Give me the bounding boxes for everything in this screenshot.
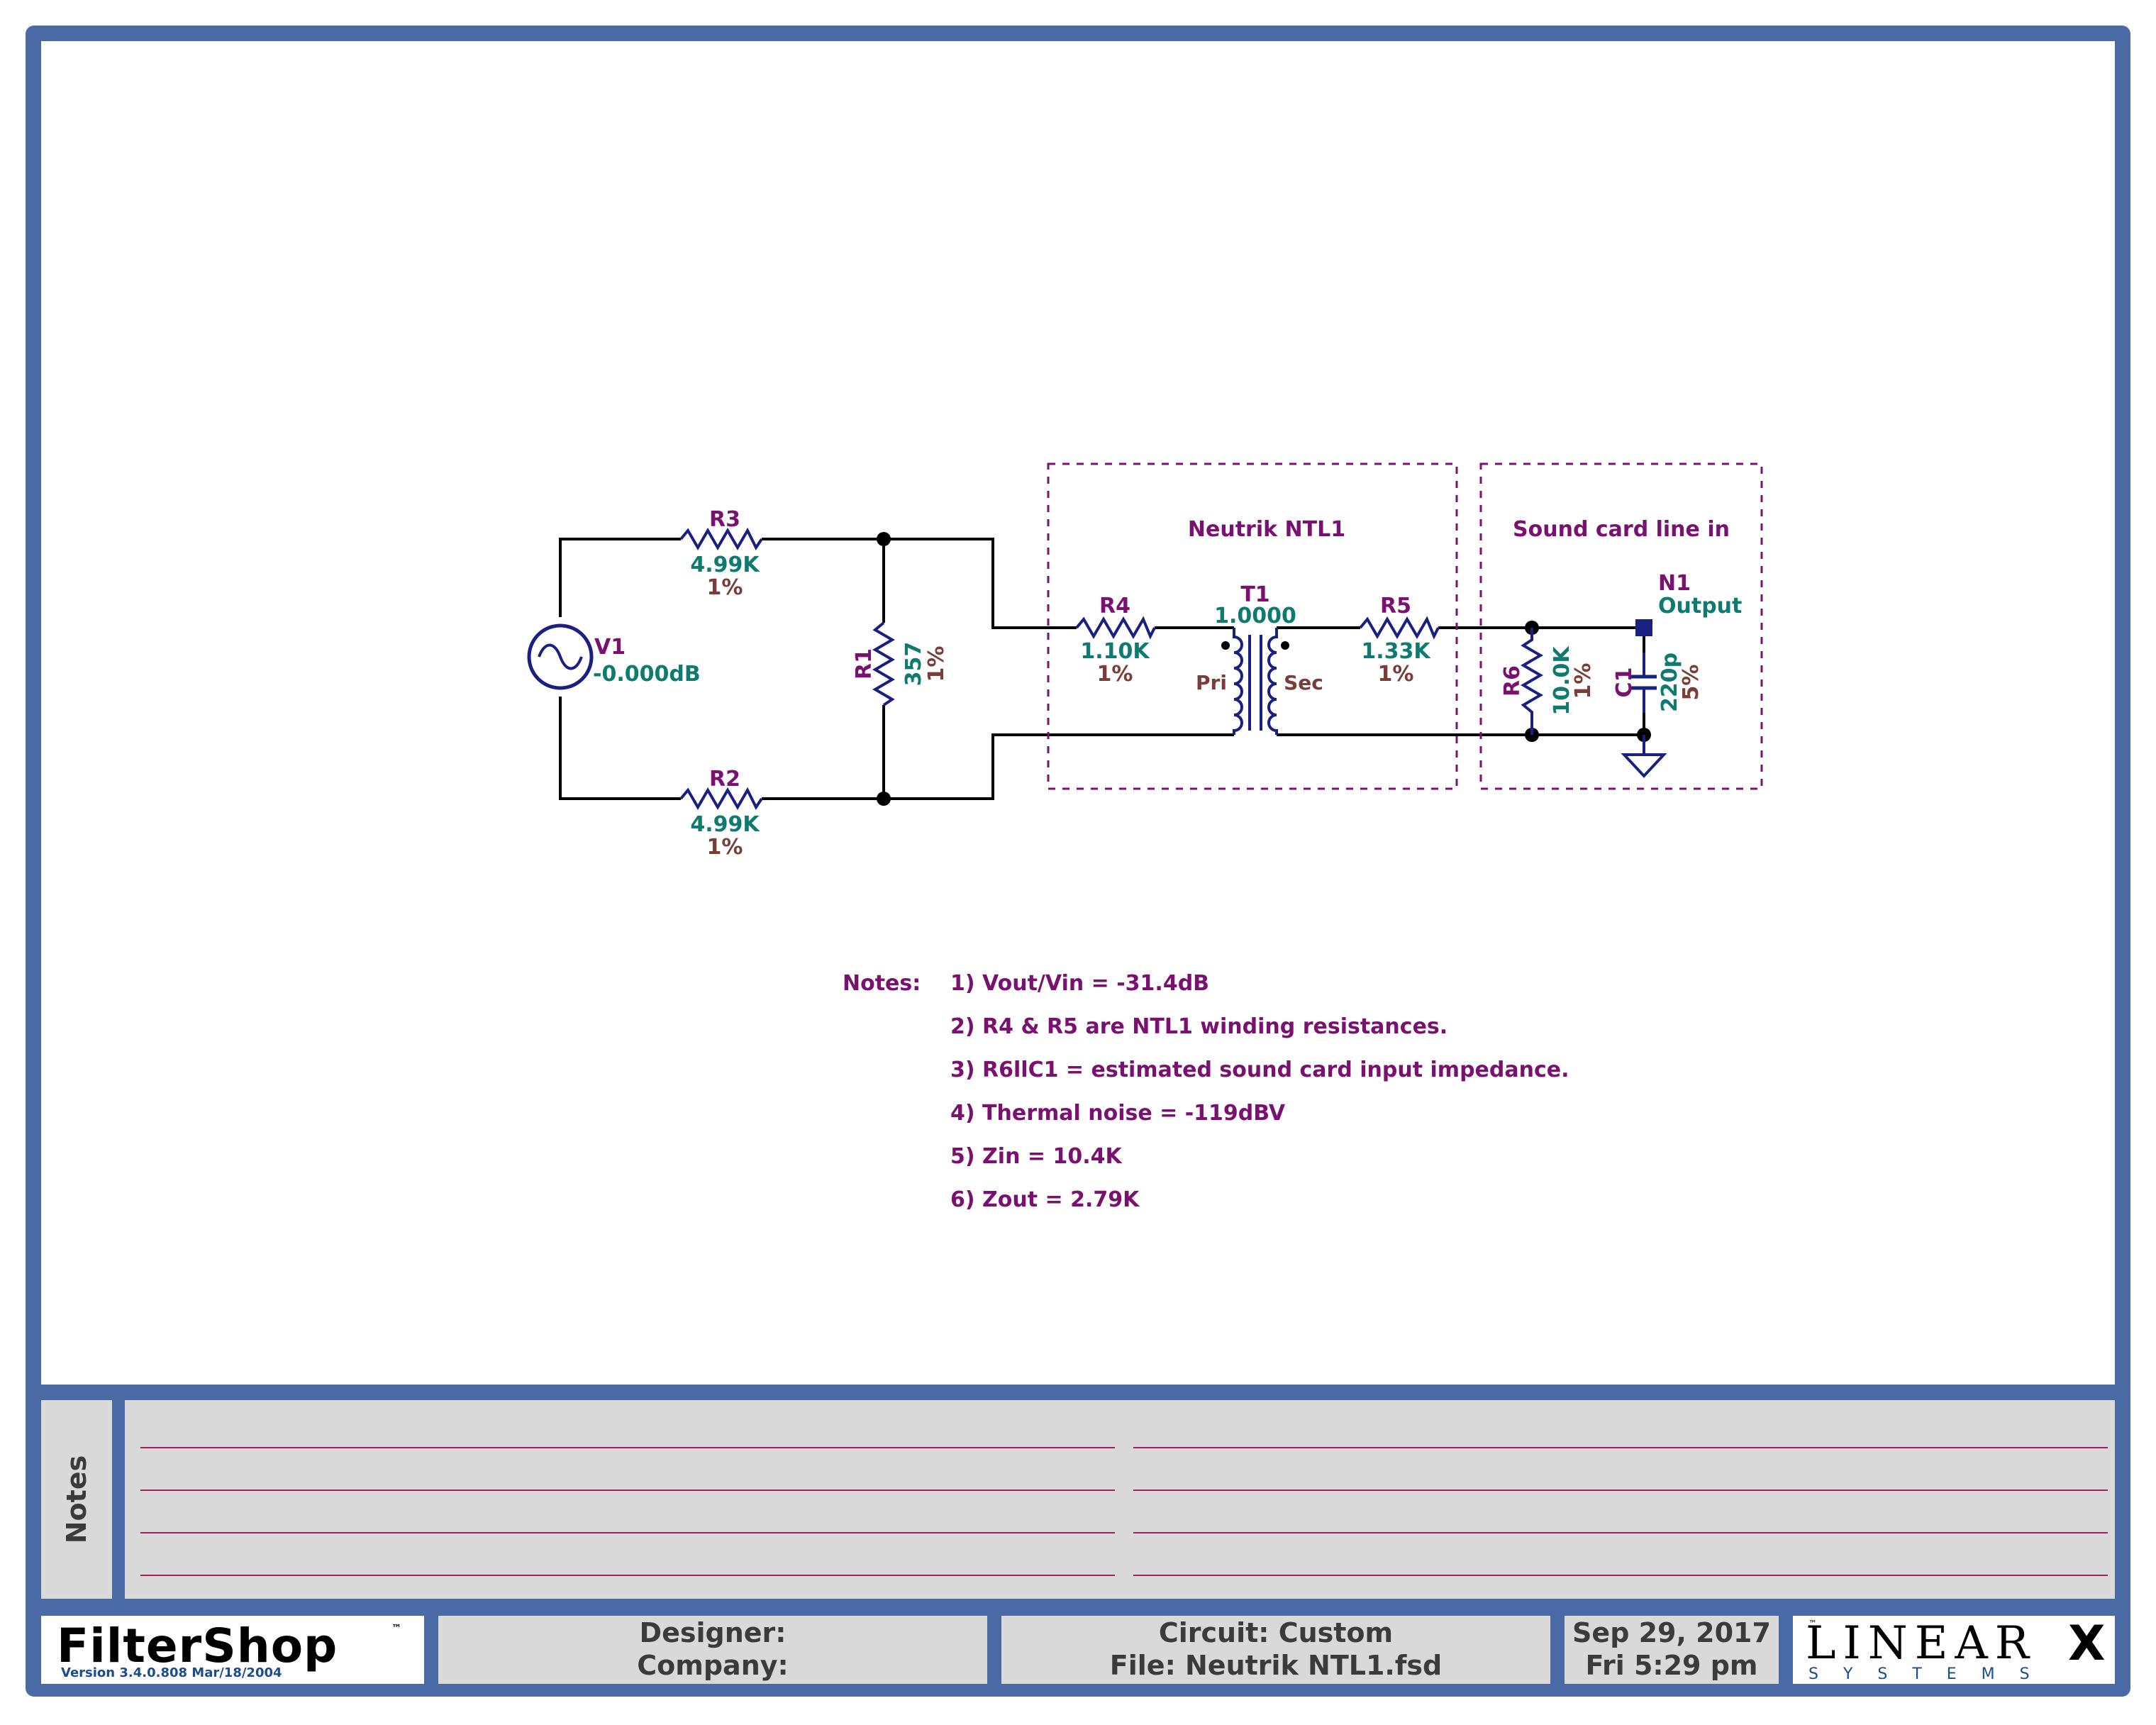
r6-value: 10.0K — [1550, 645, 1574, 716]
note-item: 2) R4 & R5 are NTL1 winding resistances. — [950, 1014, 1447, 1039]
notes-panel-label-box — [41, 1400, 112, 1599]
brand-logo-tm: ™ — [1808, 1619, 1817, 1629]
time-text: Fri 5:29 pm — [1585, 1650, 1758, 1681]
app-logo-tm: ™ — [391, 1623, 401, 1634]
r5-value: 1.33K — [1361, 639, 1431, 664]
r1-tolerance: 1% — [924, 646, 949, 682]
circuit-name: Circuit: Custom — [1158, 1617, 1394, 1648]
n1-name: N1 — [1658, 571, 1691, 596]
file-name: File: Neutrik NTL1.fsd — [1109, 1650, 1443, 1681]
t1-ratio: 1.0000 — [1214, 604, 1296, 628]
notes-heading: Notes: — [843, 971, 921, 996]
note-line — [140, 1575, 1115, 1576]
note-item: 4) Thermal noise = -119dBV — [950, 1101, 1286, 1126]
n1-label: Output — [1658, 594, 1742, 619]
r3-tolerance: 1% — [707, 575, 743, 600]
transformer-t1: T1 1.0000 Pri Sec — [1196, 582, 1323, 735]
t1-secondary-label: Sec — [1284, 671, 1323, 694]
r5-tolerance: 1% — [1378, 662, 1414, 687]
brand-logo: LINEAR — [1806, 1617, 2036, 1670]
output-node-n1: N1 Output — [1635, 571, 1742, 636]
r5-name: R5 — [1380, 594, 1411, 619]
designer-label: Designer: — [639, 1617, 787, 1648]
c1-name: C1 — [1612, 667, 1637, 698]
brand-logo-sub: S Y S T E M S — [1808, 1665, 2040, 1683]
note-line — [1133, 1490, 2108, 1491]
t1-primary-label: Pri — [1196, 671, 1227, 694]
ground-symbol — [1621, 735, 1667, 778]
note-line — [140, 1532, 1115, 1533]
r1-name: R1 — [852, 648, 877, 680]
circuit-box: Circuit: Custom File: Neutrik NTL1.fsd — [1001, 1616, 1550, 1684]
app-logo-box: FilterShop ™ Version 3.4.0.808 Mar/18/20… — [41, 1616, 424, 1684]
resistor-r5: R5 1.33K 1% — [1359, 594, 1440, 687]
note-item: 1) Vout/Vin = -31.4dB — [950, 971, 1209, 996]
box-soundcard — [1479, 462, 1763, 790]
r2-tolerance: 1% — [707, 835, 743, 860]
note-line — [1133, 1575, 2108, 1576]
resistor-r2: R2 4.99K 1% — [679, 767, 763, 860]
r6-tolerance: 1% — [1571, 663, 1596, 699]
capacitor-c1: C1 220p 5% — [1612, 653, 1704, 713]
note-line — [140, 1490, 1115, 1491]
c1-value: 220p — [1657, 653, 1682, 712]
schematic-notes: Notes: 1) Vout/Vin = -31.4dB 2) R4 & R5 … — [843, 971, 1569, 1212]
note-line — [1133, 1447, 2108, 1448]
notes-panel[interactable] — [125, 1400, 2115, 1599]
r4-name: R4 — [1099, 594, 1130, 619]
r4-value: 1.10K — [1080, 639, 1150, 664]
resistor-r3: R3 4.99K 1% — [679, 507, 763, 600]
note-item: 3) R6llC1 = estimated sound card input i… — [950, 1058, 1569, 1082]
note-item: 6) Zout = 2.79K — [950, 1187, 1140, 1212]
schematic-canvas — [41, 41, 2115, 1385]
box-soundcard-label: Sound card line in — [1513, 517, 1730, 542]
v1-name: V1 — [594, 635, 626, 660]
brand-logo-box: LINEAR X ™ S Y S T E M S — [1793, 1616, 2115, 1684]
r6-name: R6 — [1500, 665, 1525, 697]
r2-value: 4.99K — [690, 812, 760, 837]
note-line — [1133, 1532, 2108, 1533]
r3-name: R3 — [709, 507, 740, 532]
date-text: Sep 29, 2017 — [1572, 1617, 1771, 1648]
date-box: Sep 29, 2017 Fri 5:29 pm — [1565, 1616, 1779, 1684]
note-line — [140, 1447, 1115, 1448]
box-ntl1 — [1047, 462, 1458, 790]
app-version: Version 3.4.0.808 Mar/18/2004 — [61, 1665, 282, 1680]
resistor-r6: R6 10.0K 1% — [1500, 628, 1596, 735]
v1-value: -0.000dB — [593, 662, 701, 687]
brand-logo-x: X — [2068, 1616, 2106, 1672]
notes-panel-label: Notes — [61, 1455, 92, 1544]
designer-box: Designer: Company: — [438, 1616, 987, 1684]
dashed-boxes — [1047, 462, 1763, 790]
company-label: Company: — [637, 1650, 789, 1681]
note-item: 5) Zin = 10.4K — [950, 1144, 1123, 1169]
c1-tolerance: 5% — [1679, 665, 1704, 701]
app-logo: FilterShop — [57, 1619, 338, 1673]
junction-dots — [877, 532, 1651, 806]
t1-name: T1 — [1240, 582, 1269, 607]
source-v1: V1 -0.000dB — [527, 623, 701, 690]
r1-value: 357 — [901, 642, 926, 687]
resistor-r4: R4 1.10K 1% — [1075, 594, 1156, 687]
resistor-r1: R1 357 1% — [852, 621, 949, 706]
r2-name: R2 — [709, 767, 740, 792]
r4-tolerance: 1% — [1097, 662, 1133, 687]
box-ntl1-label: Neutrik NTL1 — [1188, 517, 1345, 542]
r3-value: 4.99K — [690, 553, 760, 577]
